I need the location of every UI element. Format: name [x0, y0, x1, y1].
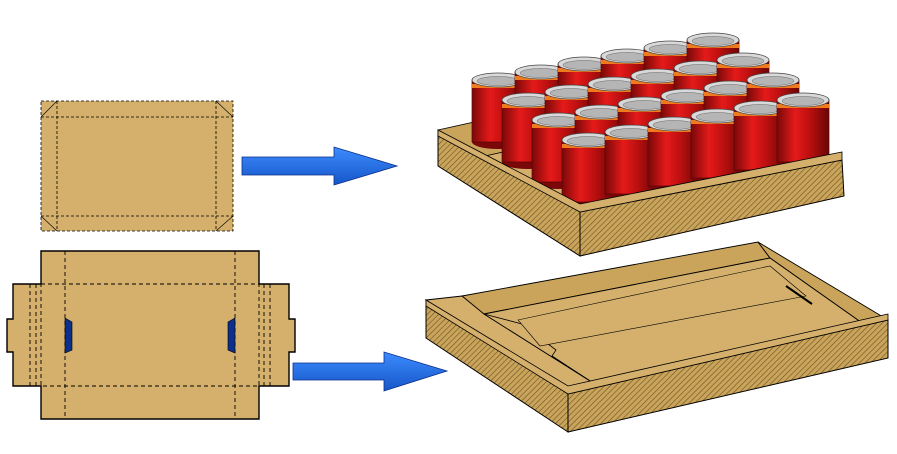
arrow-right-icon: [292, 351, 449, 392]
tray-with-cans: [437, 32, 845, 257]
empty-folded-tray: [424, 241, 889, 433]
arrow-right-icon: [241, 146, 399, 186]
tabbed-tray-blank: [6, 250, 296, 420]
can: [647, 116, 701, 193]
simple-tray-blank: [40, 100, 234, 232]
can-group: [471, 32, 830, 209]
